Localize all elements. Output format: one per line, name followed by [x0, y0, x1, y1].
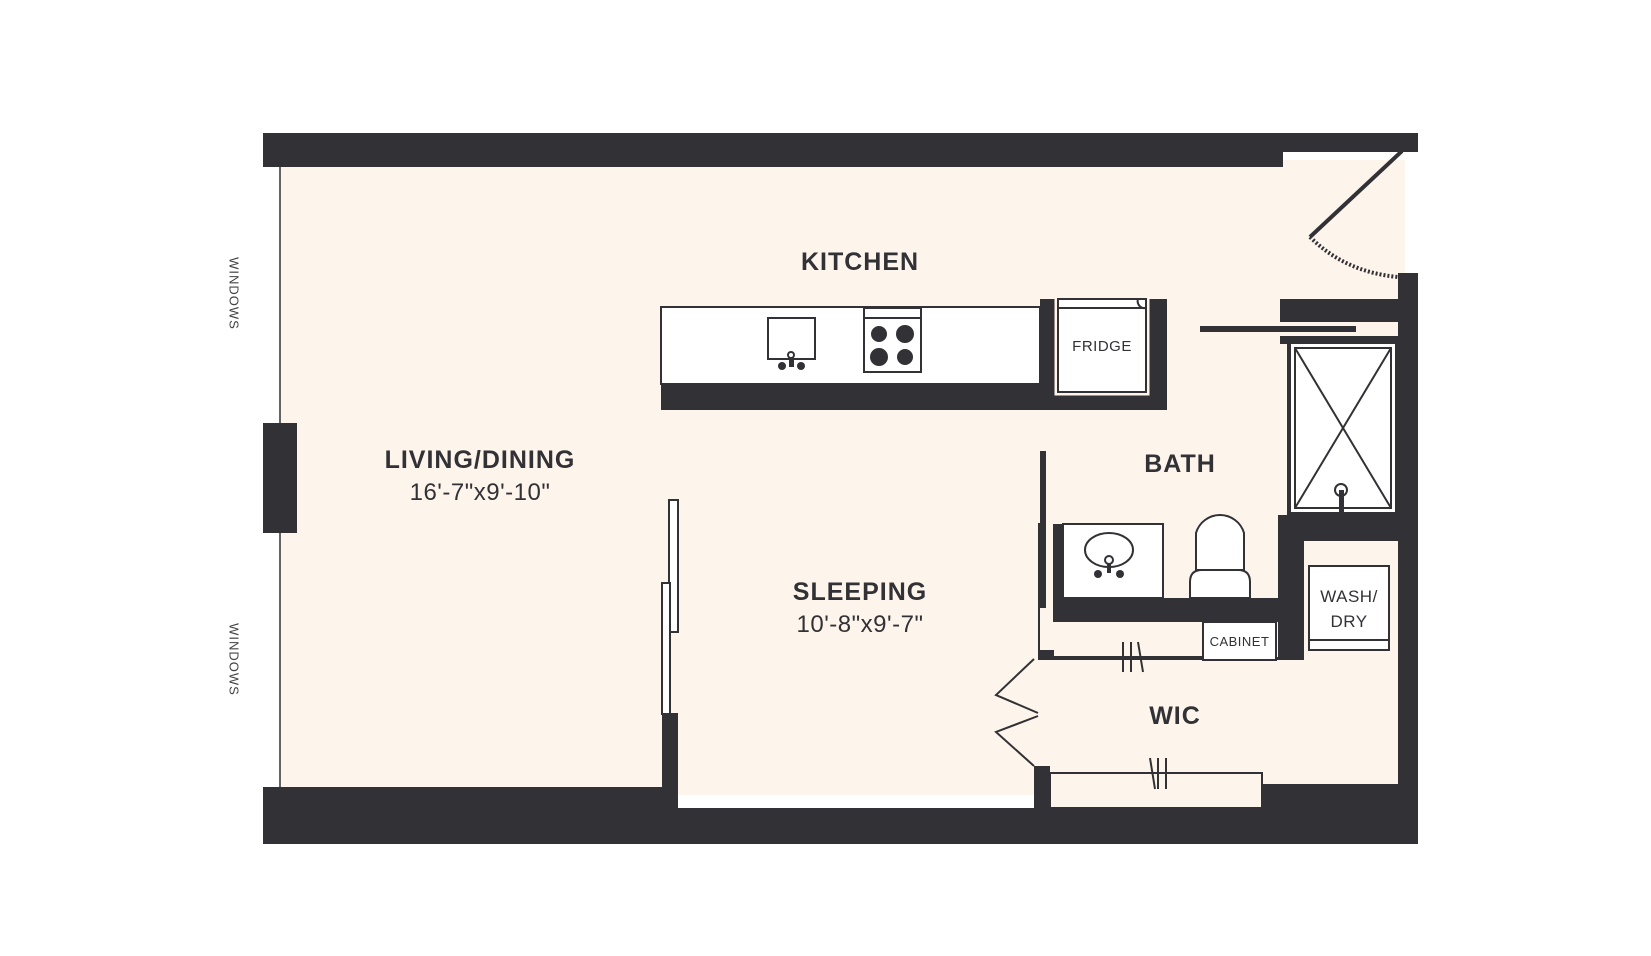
- fridge-label: FRIDGE: [1072, 338, 1132, 355]
- sleeping-dimensions: 10'-8"x9'-7": [796, 611, 924, 638]
- toilet-icon: [1189, 514, 1251, 599]
- top-wall-left-segment: [263, 133, 1283, 167]
- living-dining-dimensions: 16'-7"x9'-10": [409, 479, 551, 506]
- room-label-wic: WIC: [1125, 702, 1225, 731]
- room-label-sleeping: SLEEPING 10'-8"x9'-7": [745, 578, 975, 639]
- entry-door: [1308, 149, 1404, 279]
- kitchen-sink-icon: [767, 317, 816, 370]
- room-label-kitchen: KITCHEN: [760, 248, 960, 277]
- stove-icon: [863, 307, 922, 373]
- sleeping-wall-stub: [662, 713, 678, 810]
- sleeping-sliding-doors: [661, 499, 679, 810]
- wash-dry-label: WASH/ DRY: [1309, 584, 1389, 634]
- living-dining-name: LIVING/DINING: [384, 446, 576, 474]
- room-label-living-dining: LIVING/DINING 16'-7"x9'-10": [340, 446, 620, 507]
- right-wall-top-jamb: [1400, 133, 1418, 151]
- entry-hall-walls: [1200, 299, 1400, 344]
- left-wall-pier: [263, 423, 297, 533]
- kitchen-counter: [660, 296, 1167, 410]
- floor-area: [280, 160, 1405, 795]
- bath-walls: [1038, 451, 1398, 660]
- laundry-closet: [1304, 541, 1398, 786]
- right-wall: [1398, 273, 1418, 844]
- door-leaf: [1308, 149, 1404, 239]
- windows-label-top: WINDOWS: [226, 257, 242, 330]
- bottom-wall: [263, 808, 1418, 844]
- exterior-walls: [263, 133, 1418, 844]
- cabinet-label: CABINET: [1209, 634, 1270, 649]
- wic-name: WIC: [1149, 702, 1201, 730]
- cabinet-icon: [1202, 621, 1277, 661]
- kitchen-name: KITCHEN: [800, 248, 920, 276]
- wic-walls: [1034, 766, 1398, 808]
- sleeping-name: SLEEPING: [792, 578, 928, 606]
- wash-dry-icon: [1308, 565, 1390, 651]
- wash-dry-label-line2: DRY: [1330, 612, 1368, 631]
- bath-name: BATH: [1144, 450, 1216, 478]
- wash-dry-label-line1: WASH/: [1320, 587, 1378, 606]
- shower-icon: [1287, 342, 1398, 515]
- windows-label-bottom: WINDOWS: [226, 623, 242, 696]
- door-swing-arc: [1308, 235, 1399, 279]
- room-label-bath: BATH: [1120, 450, 1240, 479]
- wic-bifold-door: [994, 658, 1039, 767]
- bath-vanity-icon: [1062, 523, 1164, 599]
- kitchen-counter-base: [661, 384, 1040, 410]
